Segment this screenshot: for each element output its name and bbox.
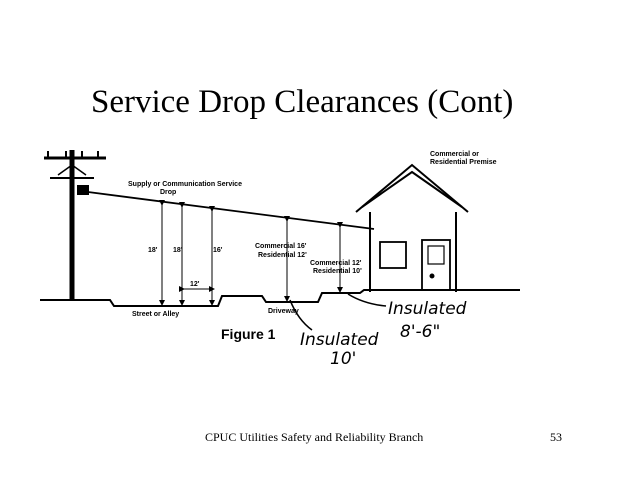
premise-label-2: Residential Premise <box>430 159 497 166</box>
dim-16: 16' <box>213 247 223 254</box>
supply-label: Supply or Communication Service <box>128 181 242 188</box>
house <box>355 163 469 292</box>
driveway-label: Driveway <box>268 308 299 315</box>
footer-text: CPUC Utilities Safety and Reliability Br… <box>205 430 424 444</box>
page-number: 53 <box>550 430 562 444</box>
clearance-near-2: Residential 10' <box>313 268 362 275</box>
premise-label: Commercial or <box>430 151 479 158</box>
street-label: Street or Alley <box>132 311 179 318</box>
insulated-annotation-a: Insulated <box>300 330 379 350</box>
dim-18-b: 18' <box>173 247 183 254</box>
slide-title: Service Drop Clearances (Cont) <box>91 84 514 120</box>
utility-pole <box>44 150 106 300</box>
insulated-annotation-b-value: 8'-6" <box>400 322 440 342</box>
clearance-dimensions <box>159 200 343 306</box>
handwritten-pointers <box>289 293 387 331</box>
ground-line <box>40 289 520 307</box>
insulated-annotation-a-value: 10' <box>330 349 356 369</box>
insulated-annotation-b: Insulated <box>388 299 467 319</box>
clearance-near: Commercial 12' <box>310 260 362 267</box>
clearance-mid-2: Residential 12' <box>258 252 307 259</box>
supply-label-2: Drop <box>160 189 176 196</box>
service-drop-wire <box>87 191 375 230</box>
dim-18-a: 18' <box>148 247 158 254</box>
figure-label: Figure 1 <box>221 326 276 342</box>
clearance-mid: Commercial 16' <box>255 243 307 250</box>
dim-12: 12' <box>190 281 200 288</box>
